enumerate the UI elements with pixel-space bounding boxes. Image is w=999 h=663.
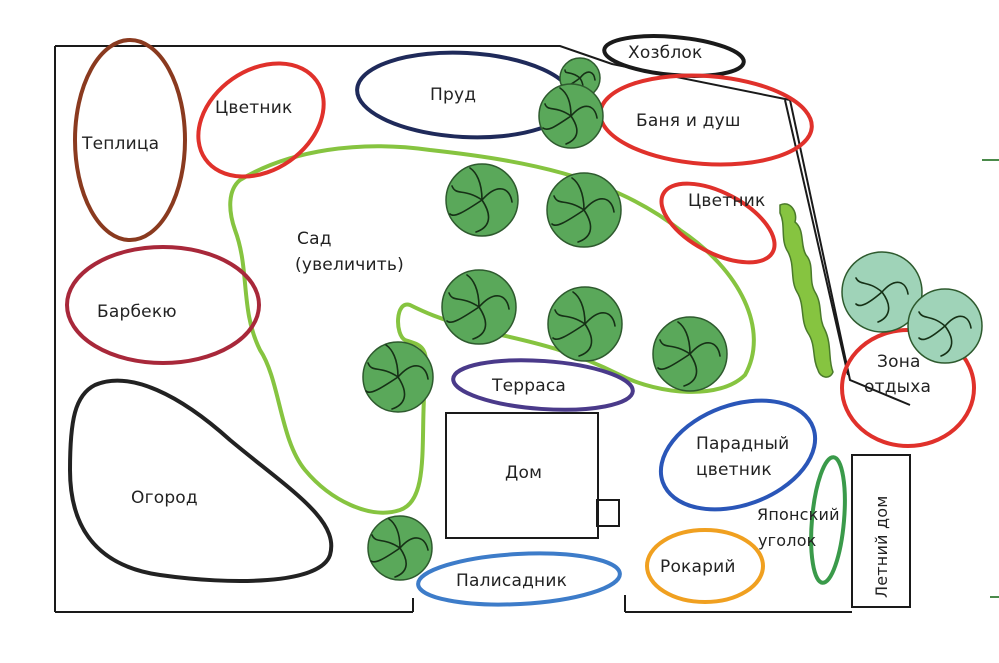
summer-house-label: Летний дом: [872, 496, 891, 598]
hedge-icon: [779, 203, 834, 378]
japanese-corner-sublabel: уголок: [758, 531, 817, 550]
rest-zone-label: Зона: [877, 352, 921, 372]
garden-label: Сад: [297, 229, 332, 249]
front-garden-zone: [416, 551, 622, 607]
vegetable-garden-zone: [68, 378, 334, 583]
summer-house: [851, 454, 911, 608]
front-flowerbed-sublabel: цветник: [696, 460, 772, 480]
terrace-zone: [451, 358, 635, 412]
japanese-corner-label: Японский: [757, 505, 840, 524]
vegetable-garden-label: Огород: [131, 488, 198, 508]
flowerbed-top-zone: [196, 61, 326, 179]
plot-boundary: [54, 45, 911, 613]
pond-label: Пруд: [430, 85, 476, 105]
barbecue-label: Барбекю: [97, 302, 177, 322]
rest-zone-sublabel: отдыха: [864, 377, 931, 397]
bathhouse-label: Баня и душ: [636, 111, 741, 131]
outbuilding-label: Хозблок: [628, 43, 703, 63]
tree-icon: [445, 163, 519, 237]
flowerbed-right-zone: [659, 181, 777, 265]
tree-icon: [546, 172, 622, 248]
house-label: Дом: [505, 463, 542, 483]
front-flowerbed-zone: [658, 398, 818, 512]
japanese-corner-zone: [809, 455, 847, 585]
tree-icon: [367, 515, 433, 581]
barbecue-zone: [65, 245, 261, 365]
flowerbed-right-label: Цветник: [688, 191, 765, 211]
tree-icon: [652, 316, 728, 392]
rock-garden-zone: [645, 528, 765, 604]
house-porch: [596, 499, 620, 527]
rock-garden-label: Рокарий: [660, 557, 736, 577]
flowerbed-top-label: Цветник: [215, 98, 292, 118]
trees: [362, 57, 983, 581]
front-garden-label: Палисадник: [456, 571, 567, 591]
greenhouse-zone: [73, 38, 187, 242]
tree-icon: [841, 251, 923, 333]
tree-icon: [907, 288, 983, 364]
terrace-label: Терраса: [491, 376, 566, 396]
house: [445, 412, 599, 539]
tree-icon: [538, 83, 604, 149]
margin-ticks: [982, 159, 999, 598]
tree-icon: [362, 341, 434, 413]
greenhouse-label: Теплица: [81, 134, 159, 154]
tree-icon: [441, 269, 517, 345]
front-flowerbed-label: Парадный: [696, 434, 789, 454]
garden-sublabel: (увеличить): [295, 255, 404, 275]
tree-icon: [547, 286, 623, 362]
